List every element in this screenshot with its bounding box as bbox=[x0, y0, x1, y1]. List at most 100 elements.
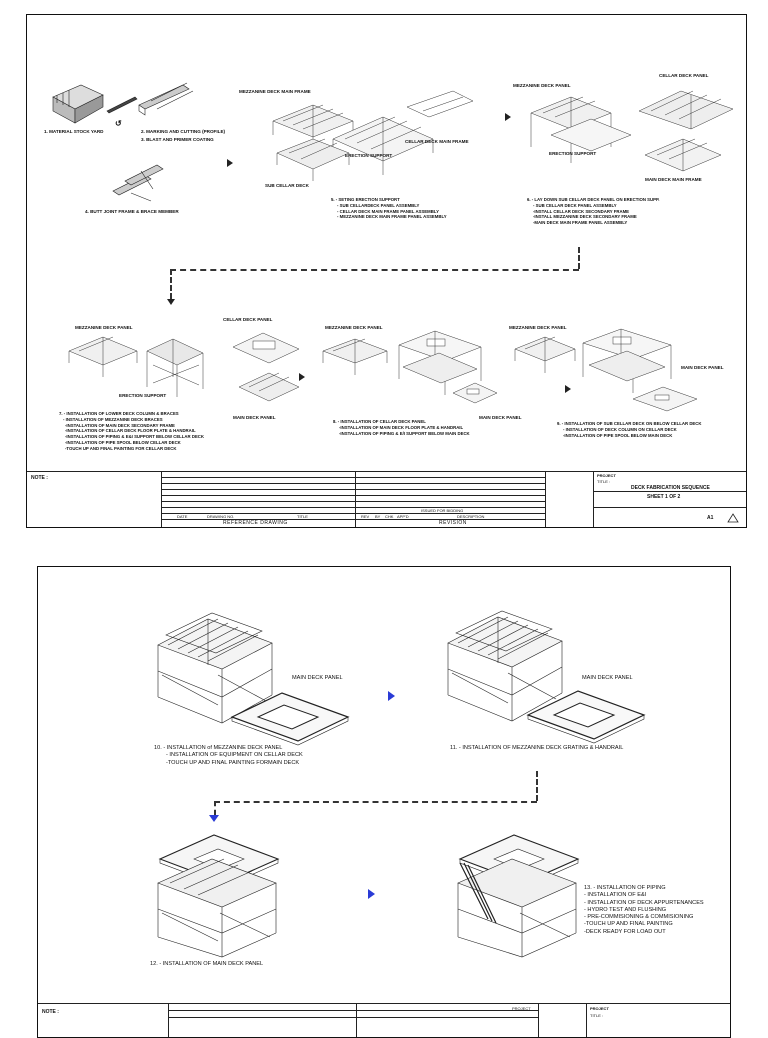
title-block-row bbox=[161, 483, 545, 484]
column-header-app: APP'D bbox=[397, 514, 409, 519]
step-13-line: - HYDRO TEST AND FLUSHING bbox=[584, 906, 667, 913]
label-mezz-panel: MEZZANINE DECK PANEL bbox=[75, 325, 133, 330]
project-label: PROJECT bbox=[512, 1006, 531, 1011]
step-9-line: -INSTALLATION OF PIPE SPOOL BELOW MAIN D… bbox=[563, 432, 673, 438]
title-block-row bbox=[161, 513, 545, 514]
connector-line bbox=[214, 801, 537, 803]
step-12-text: 12. - INSTALLATION OF MAIN DECK PANEL bbox=[150, 961, 263, 968]
step-7-line: -INSTALLATION OF PIPE SPOOL BELOW CELLAR… bbox=[65, 439, 181, 445]
step-6-line: - SUB CELLAR DECK PANEL ASSEMBLY bbox=[533, 202, 617, 208]
title-block-row bbox=[593, 491, 746, 492]
step-13-line: 13. - INSTALLATION OF PIPING bbox=[584, 885, 666, 891]
title-label: TITLE : bbox=[597, 479, 611, 484]
flow-arrow-down bbox=[167, 299, 175, 305]
title-block-divider bbox=[168, 1003, 169, 1037]
label-main-main-frame: MAIN DECK MAIN FRAME bbox=[645, 177, 702, 182]
connector-line bbox=[214, 801, 216, 815]
label-mezz-panel: MEZZANINE DECK PANEL bbox=[513, 83, 571, 88]
material-stock-art bbox=[52, 84, 138, 124]
column-header-chk: CHK bbox=[385, 514, 394, 519]
step-5-line: - SUB CELLARDECK PANEL ASSEMBLY bbox=[337, 202, 420, 208]
column-header-title: TITLE bbox=[297, 514, 308, 519]
column-header-by: BY bbox=[375, 514, 381, 519]
project-label: PROJECT bbox=[590, 1006, 609, 1011]
flow-arrow bbox=[565, 385, 571, 393]
title-block-row bbox=[161, 477, 545, 478]
title-block-row bbox=[161, 507, 545, 508]
step-13-text: 13. - INSTALLATION OF PIPING - INSTALLAT… bbox=[584, 885, 704, 936]
step-6-line: 6. - LAY DOWN SUB CELLAR DECK PANEL ON E… bbox=[527, 197, 660, 202]
column-header-drawing-no: DRAWING NO. bbox=[207, 514, 235, 519]
step-7-line: -INSTALLATION OF PIPING & E&I SUPPORT BE… bbox=[65, 434, 205, 440]
step-6-line: -INSTALL MEZZANINE DECK SECONDARY FRAME bbox=[533, 214, 637, 220]
step-5-line: 5. - SETING ERECTION SUPPORT bbox=[331, 197, 400, 202]
step-8-line: -INSTALLATION OF PIPING & E/I SUPPORT BE… bbox=[339, 430, 470, 436]
revision-label: REVISION bbox=[439, 520, 467, 526]
step-1-label: 1. MATERIAL STOCK YARD bbox=[44, 129, 104, 134]
step-13-line: -DECK READY FOR LOAD OUT bbox=[584, 928, 666, 935]
note-label: NOTE : bbox=[42, 1009, 59, 1015]
title-block-divider bbox=[356, 1003, 357, 1037]
title-block bbox=[38, 1003, 730, 1004]
step-6-text: 6. - LAY DOWN SUB CELLAR DECK PANEL ON E… bbox=[527, 197, 660, 226]
label-erection-support: ERECTION SUPPORT bbox=[345, 153, 393, 158]
revision-issued: ISSUED FOR BIDDING bbox=[421, 508, 464, 513]
step-9-line: 9. - INSTALLATION OF SUB CELLAR DECK ON … bbox=[557, 421, 702, 426]
step-9-text: 9. - INSTALLATION OF SUB CELLAR DECK ON … bbox=[557, 421, 702, 438]
title-block-row bbox=[161, 519, 545, 520]
flow-arrow bbox=[299, 373, 305, 381]
label-mezz-main-frame: MEZZANINE DECK MAIN FRAME bbox=[239, 89, 311, 94]
label-main-panel: MAIN DECK PANEL bbox=[233, 415, 276, 420]
label-cellar-panel: CELLAR DECK PANEL bbox=[659, 73, 709, 78]
connector-line bbox=[536, 771, 538, 801]
step-4-label: 4. BUTT JOINT FRAME & BRACE MEMBER bbox=[85, 209, 179, 214]
step-13-line: - PRE-COMMISIONING & COMMISIONING bbox=[584, 914, 694, 921]
label-mezz-panel: MEZZANINE DECK PANEL bbox=[325, 325, 383, 330]
step-2-label: 2. MARKING AND CUTTING (PROFILE) bbox=[141, 129, 226, 134]
title-block-row bbox=[168, 1010, 538, 1011]
title-block-row bbox=[161, 489, 545, 490]
title-block-row bbox=[161, 495, 545, 496]
title-block-row bbox=[168, 1017, 538, 1018]
step-8-structure-art bbox=[322, 330, 498, 404]
drawing-sheet-1: ↺ 1. MATERIAL STOCK YARD 2. MARKING AND … bbox=[26, 14, 747, 528]
title-block-row bbox=[161, 501, 545, 502]
label-main-panel: MAIN DECK PANEL bbox=[582, 675, 633, 681]
column-header-rev: REV bbox=[361, 514, 370, 519]
step-9-structure-art bbox=[514, 328, 698, 412]
step-13-line: -TOUCH UP AND FINAL PAINTING bbox=[584, 921, 673, 928]
step-7-line: 7. - INSTALLATION OF LOWER DECK COLUMN &… bbox=[59, 411, 179, 416]
title-block-divider bbox=[545, 471, 546, 527]
connector-line bbox=[170, 269, 172, 299]
title-block-divider bbox=[593, 471, 594, 527]
step-10-line: - INSTALLATION OF EQUIPMENT ON CELLAR DE… bbox=[166, 752, 303, 759]
step-13-line: - INSTALLATION OF DECK APPURTENANCES bbox=[584, 899, 704, 906]
step-6-structure-art bbox=[530, 90, 734, 172]
column-header-date: DATE bbox=[177, 514, 188, 519]
label-erection-support: ERECTION SUPPORT bbox=[119, 393, 167, 398]
flow-arrow bbox=[227, 159, 233, 167]
flow-arrow bbox=[388, 691, 395, 701]
step-5-line: - CELLAR DECK MAIN FRAME PANEL ASSEMBLY bbox=[337, 208, 439, 214]
step-9-line: - INSTALLATION OF DECK COLUMN ON CELLAR … bbox=[563, 426, 677, 432]
step-7-line: - INSTALLATION OF MEZZANINE DECK BRACES bbox=[63, 416, 163, 422]
butt-joint-art bbox=[112, 164, 164, 202]
drawing-sheet-2: MAIN DECK PANEL 10. - INSTALLATION of ME… bbox=[37, 566, 731, 1038]
step-13-structure-art bbox=[457, 834, 580, 958]
step-10-structure-art bbox=[157, 612, 350, 746]
connector-line bbox=[578, 247, 580, 269]
title-block-row bbox=[593, 507, 746, 508]
title-block-divider bbox=[538, 1003, 539, 1037]
step-7-line: -INSTALLATION OF CELLAR DECK FLOOR PLATE… bbox=[65, 428, 196, 434]
step-10-line: 10. - INSTALLATION of MEZZANINE DECK PAN… bbox=[154, 745, 283, 751]
sheet-size: A1 bbox=[707, 515, 714, 521]
project-label: PROJECT bbox=[597, 473, 616, 478]
label-main-panel: MAIN DECK PANEL bbox=[479, 415, 522, 420]
label-cellar-panel: CELLAR DECK PANEL bbox=[223, 317, 273, 322]
step-7-structure-art bbox=[68, 332, 300, 402]
step-5-text: 5. - SETING ERECTION SUPPORT - SUB CELLA… bbox=[331, 197, 447, 220]
step-3-label: 3. BLAST AND PRIMER COATING bbox=[141, 137, 214, 142]
step-11-structure-art bbox=[447, 610, 646, 744]
connector-line bbox=[170, 269, 579, 271]
step-6-line: -MAIN DECK MAIN FRAME PANEL ASSEMBLY bbox=[533, 220, 628, 226]
